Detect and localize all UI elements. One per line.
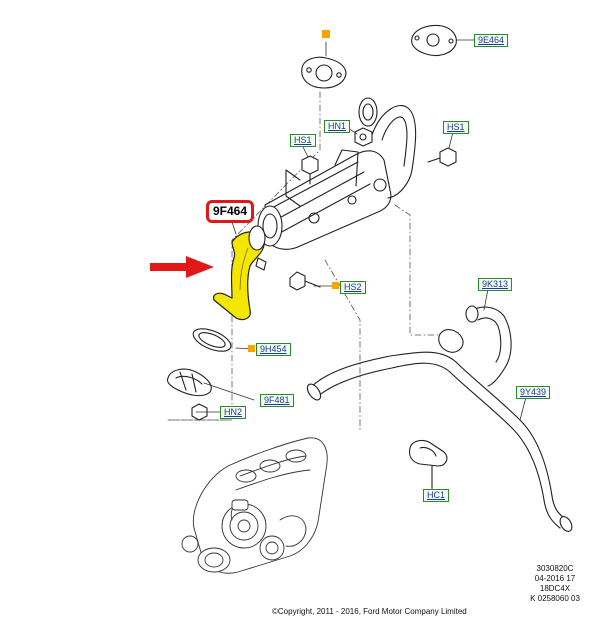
callout-9h454[interactable]: 9H454 bbox=[256, 343, 291, 356]
clamp-9f481-icon bbox=[166, 368, 212, 397]
bolt-hs1-right-icon bbox=[427, 147, 457, 167]
reference-sheet: K 0258060 03 bbox=[530, 594, 580, 603]
callout-9f464[interactable]: 9F464 bbox=[206, 200, 255, 223]
coolant-hose-9y439-icon bbox=[306, 329, 573, 532]
turbo-manifold-assembly-icon bbox=[181, 437, 328, 574]
callout-hs1-right[interactable]: HS1 bbox=[443, 121, 469, 134]
reference-model: 18DC4X bbox=[539, 584, 571, 593]
egr-cooler-icon bbox=[257, 97, 417, 250]
callout-9f481[interactable]: 9F481 bbox=[260, 394, 294, 407]
marker-square-9h454 bbox=[248, 345, 255, 352]
egr-pipe-9f464-icon bbox=[213, 225, 267, 321]
callout-hs1-left[interactable]: HS1 bbox=[290, 134, 316, 147]
callout-hc1[interactable]: HC1 bbox=[423, 489, 450, 502]
marker-square-top bbox=[322, 30, 330, 38]
callout-hn2[interactable]: HN2 bbox=[220, 406, 247, 419]
bolt-hs2-icon bbox=[289, 271, 321, 291]
reference-date: 04-2016 17 bbox=[534, 574, 576, 583]
hose-9k313-icon bbox=[465, 305, 512, 387]
gasket-9e464-icon bbox=[411, 24, 457, 57]
bolt-hs1-left-icon bbox=[301, 155, 319, 185]
copyright-notice: ©Copyright, 2011 - 2016, Ford Motor Comp… bbox=[272, 607, 467, 616]
reference-code: 3030820C bbox=[536, 564, 574, 573]
callout-9e464[interactable]: 9E464 bbox=[474, 34, 509, 47]
diagram-reference-block: 3030820C 04-2016 17 18DC4X K 0258060 03 bbox=[522, 564, 588, 604]
clip-hc1-icon bbox=[408, 439, 448, 489]
reference-markers bbox=[248, 30, 339, 352]
callout-9k313[interactable]: 9K313 bbox=[478, 278, 513, 291]
leader-lines bbox=[195, 39, 527, 491]
callout-hn1[interactable]: HN1 bbox=[324, 120, 351, 133]
flange-gasket-icon bbox=[301, 56, 347, 89]
nut-hn1-icon bbox=[354, 127, 373, 147]
red-pointer-arrow bbox=[150, 256, 214, 278]
marker-square-hs2 bbox=[332, 282, 339, 289]
gasket-9h454-icon bbox=[192, 328, 232, 352]
callout-9y439[interactable]: 9Y439 bbox=[516, 386, 551, 399]
callout-hs2[interactable]: HS2 bbox=[340, 281, 366, 294]
